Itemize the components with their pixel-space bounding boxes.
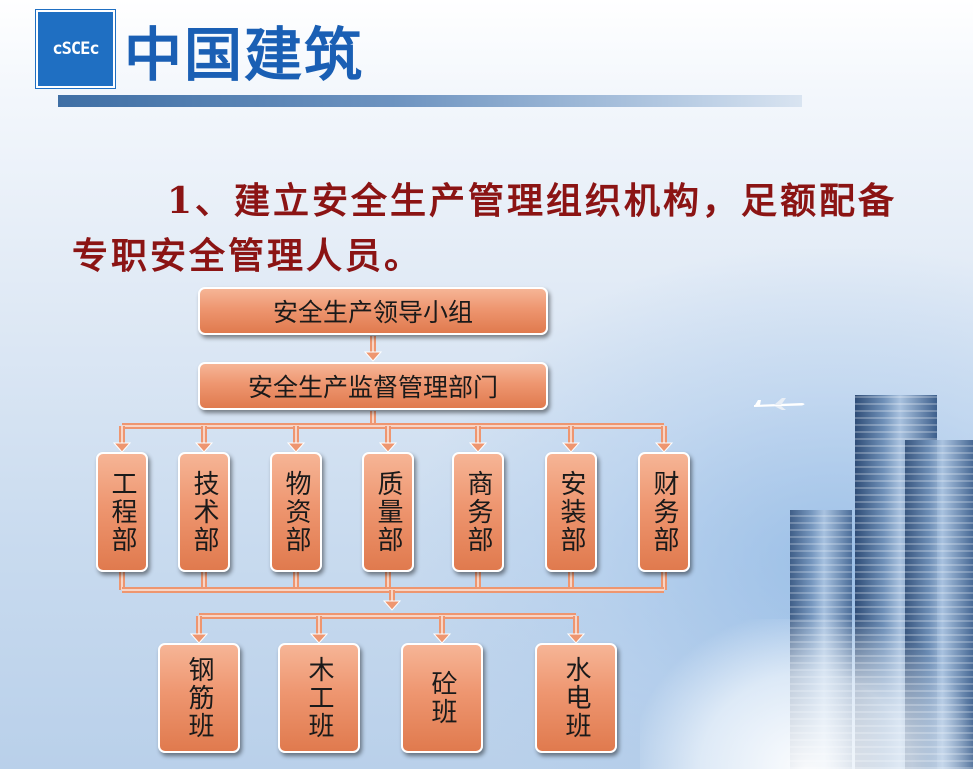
- arrow-head: [363, 351, 383, 362]
- org-box-team: 水电班: [535, 643, 617, 753]
- org-box-department: 工程部: [96, 452, 148, 572]
- arrow-head: [194, 442, 214, 453]
- arrow-head: [566, 633, 586, 644]
- org-box-department: 技术部: [178, 452, 230, 572]
- org-box-leader: 安全生产领导小组: [198, 287, 548, 335]
- arrow-head: [378, 442, 398, 453]
- org-box-team: 钢筋班: [158, 643, 240, 753]
- arrow-head: [382, 600, 402, 611]
- heading-line-2: 专职安全管理人员。: [72, 235, 424, 277]
- org-box-department: 质量部: [362, 452, 414, 572]
- arrow-head: [286, 442, 306, 453]
- org-box-department: 商务部: [452, 452, 504, 572]
- arrow-head: [189, 633, 209, 644]
- org-box-department: 财务部: [638, 452, 690, 572]
- logo-text: cSCEc: [52, 39, 99, 59]
- header-rule: [58, 95, 802, 107]
- company-logo: cSCEc: [36, 10, 115, 88]
- arrow-head: [309, 633, 329, 644]
- org-box-department: 物资部: [270, 452, 322, 572]
- airplane-icon: [754, 398, 805, 410]
- org-box-team: 砼班: [401, 643, 483, 753]
- arrow-head: [432, 633, 452, 644]
- arrow-head: [112, 442, 132, 453]
- arrow-head: [654, 442, 674, 453]
- heading-line-1: 1、建立安全生产管理组织机构，足额配备: [167, 180, 898, 222]
- org-box-supervisor: 安全生产监督管理部门: [198, 362, 548, 410]
- cloud-layer: [640, 619, 973, 769]
- slide-heading: 1、建立安全生产管理组织机构，足额配备 专职安全管理人员。: [72, 174, 952, 284]
- org-box-team: 木工班: [278, 643, 360, 753]
- org-box-department: 安装部: [545, 452, 597, 572]
- arrow-head: [468, 442, 488, 453]
- arrow-head: [561, 442, 581, 453]
- brand-name: 中国建筑: [124, 21, 365, 89]
